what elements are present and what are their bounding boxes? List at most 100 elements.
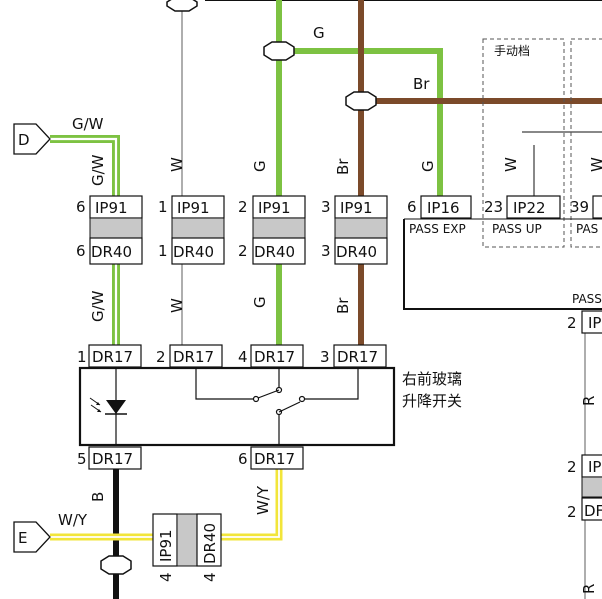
wire-label-wy-vert: W/Y <box>254 485 272 515</box>
connector-right-c: 2 DF <box>567 497 602 521</box>
ip91-d-name: IP91 <box>340 199 373 217</box>
wire-label-g-top: G <box>313 24 325 42</box>
connector-pair-a: 6 IP91 6 DR40 <box>76 195 143 265</box>
dr40-d-pin: 3 <box>321 242 331 260</box>
wire-label-g-ip16: G <box>419 160 437 172</box>
wire-gw-inner <box>50 137 118 367</box>
wire-label-r-1: R <box>580 396 598 406</box>
offpage-d: D <box>13 123 51 155</box>
connector-ip-39: 39 <box>570 195 602 219</box>
right-b-pin: 2 <box>567 458 577 476</box>
splice-g <box>263 41 295 61</box>
wire-label-gw-d: G/W <box>72 115 104 133</box>
connector-bottom-pair: IP91 DR40 4 4 <box>152 513 222 582</box>
wire-g-branch <box>279 48 443 196</box>
right-b-name: IP <box>588 458 601 476</box>
ip-39-pin: 39 <box>570 198 589 216</box>
dr17-2-pin: 2 <box>156 348 166 366</box>
signal-pass-partial: PASS <box>572 292 602 306</box>
dr40-b-pin: 1 <box>158 242 168 260</box>
dr40-a-name: DR40 <box>91 243 132 261</box>
dr40-c-pin: 2 <box>238 242 248 260</box>
wire-label-br-vert-mid: Br <box>334 297 352 314</box>
ip91-a-name: IP91 <box>95 199 128 217</box>
switch-contacts-icon <box>195 368 359 445</box>
wire-label-g-vert-mid: G <box>251 296 269 308</box>
offpage-d-label: D <box>18 131 30 149</box>
dr17-5-pin: 5 <box>77 450 87 468</box>
connector-right-b: 2 IP <box>567 454 602 498</box>
module-label-line2: 升降开关 <box>402 392 462 410</box>
dr17-6-pin: 6 <box>238 450 248 468</box>
connector-pair-b: 1 IP91 1 DR40 <box>158 195 225 265</box>
wire-label-w-vert-mid: W <box>168 298 186 313</box>
ip91-a-pin: 6 <box>76 198 86 216</box>
dr17-3-pin: 3 <box>320 348 330 366</box>
connector-ip22: 23 IP22 <box>484 195 561 219</box>
ip22-name: IP22 <box>513 199 546 217</box>
ip91-b-pin: 1 <box>158 198 168 216</box>
manual-box-2 <box>570 38 602 248</box>
dr17-1-name: DR17 <box>92 348 133 366</box>
dr17-1-pin: 1 <box>77 348 87 366</box>
module-right-outline <box>403 219 602 310</box>
signal-pass-exp: PASS EXP <box>409 222 466 236</box>
wire-label-gw-vert-top: G/W <box>89 154 107 186</box>
switch-module-box <box>78 366 396 447</box>
connector-pair-c: 2 IP91 2 DR40 <box>238 195 306 265</box>
wire-wy-inner <box>50 468 280 538</box>
right-c-pin: 2 <box>567 503 577 521</box>
connector-pair-d: 3 IP91 3 DR40 <box>321 195 388 265</box>
wire-label-r-2: R <box>580 584 598 594</box>
dr17-4-pin: 4 <box>238 348 248 366</box>
splice-br <box>345 91 377 111</box>
ip91-c-pin: 2 <box>238 198 248 216</box>
splice-b-bottom <box>100 555 132 575</box>
connector-dr17-4: 4 DR17 <box>238 344 304 368</box>
ip22-pin: 23 <box>484 198 503 216</box>
offpage-e: E <box>13 521 51 553</box>
right-c-name: DF <box>584 502 602 520</box>
wire-label-w-ip22: W <box>502 157 520 172</box>
wire-label-g-vert-top: G <box>251 160 269 172</box>
wire-label-wy-e: W/Y <box>58 511 88 529</box>
right-a-pin: 2 <box>567 314 577 332</box>
offpage-e-label: E <box>18 529 27 547</box>
module-label-line1: 右前玻璃 <box>402 370 462 388</box>
dr40-d-name: DR40 <box>336 243 377 261</box>
ip91-d-pin: 3 <box>321 198 331 216</box>
connector-dr17-5: 5 DR17 <box>77 446 142 470</box>
signal-pass-up: PASS UP <box>492 222 542 236</box>
dr17-2-name: DR17 <box>173 348 214 366</box>
manual-title: 手动档 <box>494 44 530 58</box>
dr17-6-name: DR17 <box>254 450 295 468</box>
wire-label-br-vert-top: Br <box>334 158 352 175</box>
wire-label-gw-vert-mid: G/W <box>89 290 107 322</box>
dr40-bottom-pin: 4 <box>201 572 219 582</box>
splice-top-w <box>166 0 198 12</box>
connector-dr17-1: 1 DR17 <box>77 344 142 368</box>
signal-pas-partial: PAS <box>576 222 598 236</box>
wire-label-b-vert: B <box>89 492 107 502</box>
ip91-c-name: IP91 <box>258 199 291 217</box>
connector-dr17-2: 2 DR17 <box>156 344 223 368</box>
ip91-bottom-pin: 4 <box>157 572 175 582</box>
ip91-b-name: IP91 <box>177 199 210 217</box>
dr40-b-name: DR40 <box>173 243 214 261</box>
dr40-c-name: DR40 <box>254 243 295 261</box>
connector-ip16: 6 IP16 <box>407 195 472 219</box>
connector-right-a: 2 IP <box>567 310 602 334</box>
right-a-name: IP <box>588 314 601 332</box>
connector-dr17-3: 3 DR17 <box>320 344 387 368</box>
led-icon <box>89 368 127 445</box>
ip91-bottom-name: IP91 <box>157 529 175 562</box>
wire-label-w-partial: W <box>588 157 602 172</box>
dr40-a-pin: 6 <box>76 242 86 260</box>
wire-label-w-vert-top: W <box>168 157 186 172</box>
ip16-pin: 6 <box>407 198 417 216</box>
ip16-name: IP16 <box>427 199 460 217</box>
connector-dr17-6: 6 DR17 <box>238 446 304 470</box>
wire-label-br-top: Br <box>413 75 430 93</box>
dr17-4-name: DR17 <box>254 348 295 366</box>
